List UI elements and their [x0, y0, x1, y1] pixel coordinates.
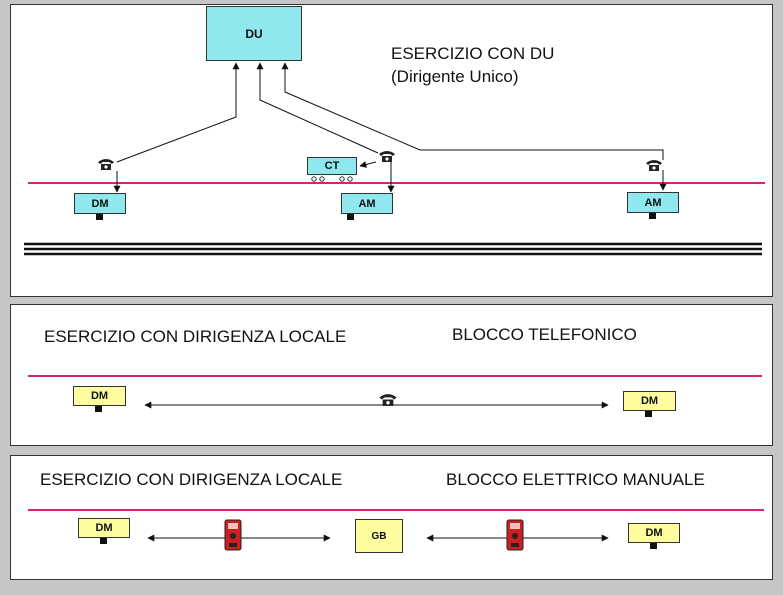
panel3-title-right: BLOCCO ELETTRICO MANUALE	[446, 470, 705, 489]
station-label: DM	[91, 197, 109, 210]
station-marker	[100, 538, 107, 544]
du-box: DU	[206, 6, 302, 61]
link-ct-phone	[359, 161, 377, 168]
panel1-title: ESERCIZIO CON DU	[391, 44, 555, 63]
link-du-dm	[116, 62, 240, 163]
panel2-title-right: BLOCCO TELEFONICO	[452, 325, 637, 344]
station-dm-left: DM	[74, 193, 126, 214]
link-du-am-mid	[256, 62, 379, 154]
block-device-icon	[224, 519, 242, 551]
panel2-title-left: ESERCIZIO CON DIRIGENZA LOCALE	[44, 327, 347, 346]
telephone-icon	[646, 160, 662, 171]
station-dm-left: DM	[73, 386, 126, 406]
ct-box: CT	[307, 157, 357, 175]
station-marker	[96, 214, 103, 220]
station-label: DM	[645, 527, 663, 539]
station-label: AM	[358, 197, 376, 210]
station-dm-right: DM	[628, 523, 680, 543]
panel1-subtitle: (Dirigente Unico)	[391, 67, 519, 86]
station-marker	[645, 411, 652, 417]
telephone-icon	[379, 151, 395, 162]
ct-wheels-icon	[311, 176, 353, 182]
telephone-icon	[98, 159, 114, 170]
link-du-am-right	[281, 62, 664, 160]
station-label: DM	[90, 390, 109, 402]
station-dm-right: DM	[623, 391, 676, 411]
block-device-icon	[506, 519, 524, 551]
ct-label: CT	[324, 160, 340, 172]
station-dm-left: DM	[78, 518, 130, 538]
station-label: DM	[640, 395, 659, 407]
station-am-right: AM	[627, 192, 679, 213]
station-marker	[347, 214, 354, 220]
station-label: AM	[644, 196, 662, 209]
panel-blocco-elettrico	[10, 455, 773, 580]
station-marker	[650, 543, 657, 549]
gb-box: GB	[355, 519, 403, 553]
station-marker	[95, 406, 102, 412]
gb-label: GB	[371, 530, 387, 542]
station-label: DM	[95, 522, 113, 534]
du-label: DU	[245, 26, 263, 41]
station-marker	[649, 213, 656, 219]
telephone-icon	[379, 394, 397, 406]
panel3-title-left: ESERCIZIO CON DIRIGENZA LOCALE	[40, 470, 343, 489]
station-am-mid: AM	[341, 193, 393, 214]
